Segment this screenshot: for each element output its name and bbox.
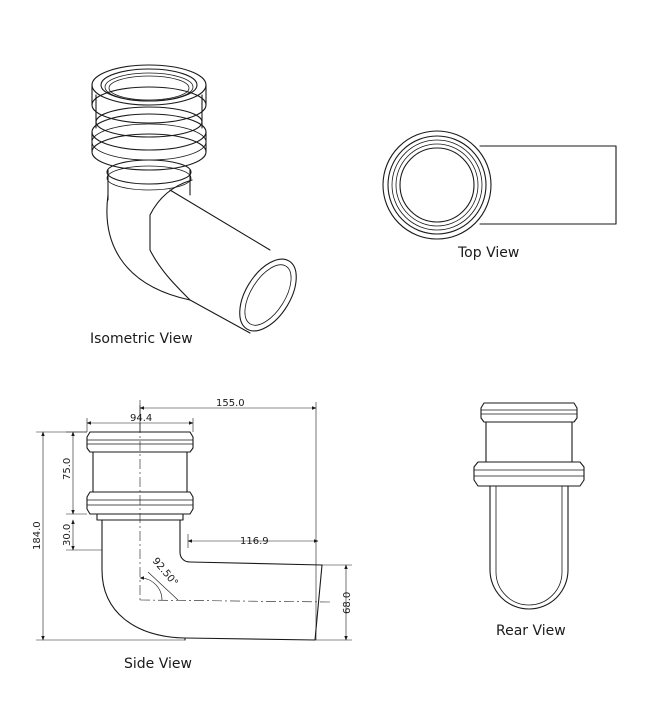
dim-neck-height: 30.0: [62, 524, 73, 546]
dim-overall-height: 184.0: [32, 521, 43, 550]
dim-overall-length: 155.0: [216, 398, 245, 409]
rear-view: [473, 402, 585, 610]
isometric-view: [91, 64, 297, 334]
top-view-caption: Top View: [457, 245, 519, 261]
isometric-view-caption: Isometric View: [90, 331, 193, 347]
dim-socket-height: 75.0: [62, 458, 73, 480]
side-view: [86, 405, 331, 641]
top-view: [382, 130, 617, 240]
dim-socket-diameter: 94.4: [130, 413, 152, 424]
side-view-caption: Side View: [124, 656, 192, 672]
dim-bend-angle: 92.50°: [150, 556, 180, 589]
dim-spigot-length: 116.9: [240, 536, 269, 547]
rear-view-caption: Rear View: [496, 623, 566, 639]
dim-spigot-diameter: 68.0: [342, 592, 353, 614]
